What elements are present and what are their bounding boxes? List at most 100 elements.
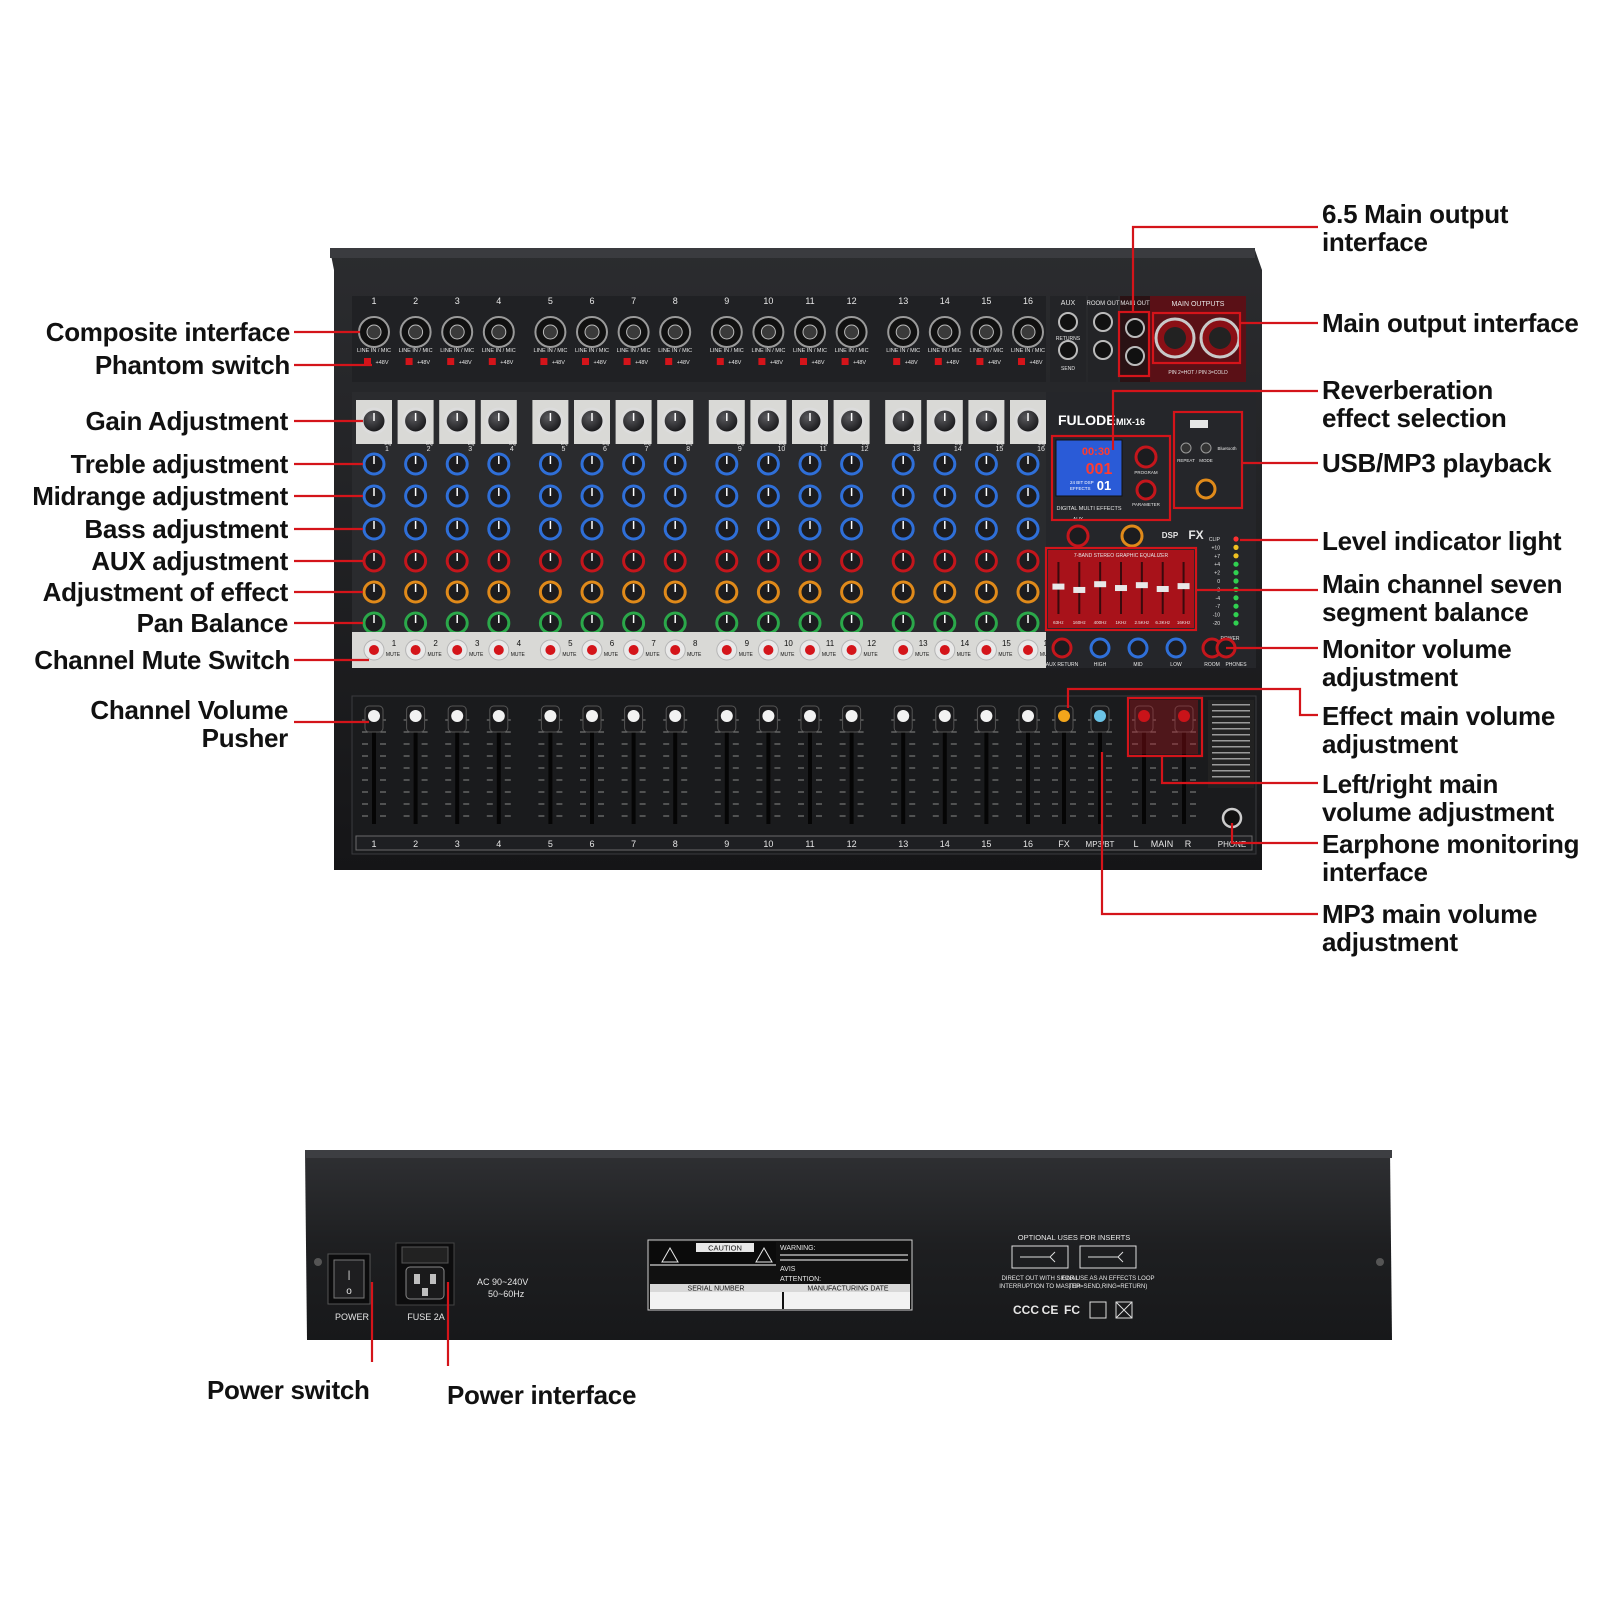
fader-track xyxy=(1026,712,1030,824)
phantom-button[interactable] xyxy=(841,358,849,365)
fader-cap xyxy=(409,710,422,722)
geq-band-label: 160Hz xyxy=(1073,620,1087,625)
mixer-rear-panel: | o POWER FUSE 2A AC 90~240V 50~60Hz CAU… xyxy=(305,1150,1392,1340)
aux-master-knob[interactable] xyxy=(1066,524,1090,548)
main-out-label: MAIN OUT xyxy=(1120,301,1150,307)
bluetooth-label: Bluetooth xyxy=(1217,446,1237,451)
mode-button[interactable] xyxy=(1200,442,1212,454)
phantom-button[interactable] xyxy=(665,358,673,365)
lcd-time: 00:30 xyxy=(1082,446,1110,458)
master-knob[interactable] xyxy=(1127,637,1149,659)
mute-led xyxy=(670,645,681,655)
phantom-button[interactable] xyxy=(934,358,942,365)
jack-label: LINE IN / MIC xyxy=(886,348,920,354)
leader-mp3-main xyxy=(1100,752,1318,916)
channel-number: 1 xyxy=(385,446,389,453)
phantom-button[interactable] xyxy=(405,358,413,365)
mute-label: MUTE xyxy=(469,652,484,658)
fader-number: 1 xyxy=(371,839,376,849)
power-switch[interactable] xyxy=(333,1259,365,1299)
level-led xyxy=(1233,578,1239,584)
screw xyxy=(1376,1258,1384,1266)
channel-number: 16 xyxy=(1023,296,1033,306)
geq-slider[interactable] xyxy=(1177,583,1190,590)
aux-jack[interactable] xyxy=(1058,340,1078,360)
phantom-button[interactable] xyxy=(716,358,724,365)
phantom-button[interactable] xyxy=(976,358,984,365)
fader-number: 2 xyxy=(413,839,418,849)
leader-earphone xyxy=(1230,823,1318,845)
phantom-voltage: +48V xyxy=(677,360,690,366)
eq-label: EQ xyxy=(997,441,1004,447)
geq-slider[interactable] xyxy=(1073,586,1086,593)
master-knob[interactable] xyxy=(1051,637,1073,659)
fader-track xyxy=(1142,712,1146,824)
manufacturing-date-text: MANUFACTURING DATE xyxy=(807,1286,888,1293)
geq-slider[interactable] xyxy=(1115,585,1127,592)
channel-number: 5 xyxy=(568,639,573,648)
geq-slider[interactable] xyxy=(1156,586,1169,592)
phantom-button[interactable] xyxy=(364,358,371,365)
room-out-jack[interactable] xyxy=(1093,312,1113,332)
aux-jack[interactable] xyxy=(1058,312,1078,332)
fader-track xyxy=(590,712,594,824)
geq-slider[interactable] xyxy=(1135,582,1148,589)
channel-number: 3 xyxy=(455,296,460,306)
jack-label: LINE IN / MIC xyxy=(710,348,744,354)
parameter-knob[interactable] xyxy=(1135,479,1157,501)
master-knob[interactable] xyxy=(1165,637,1187,659)
fader-track xyxy=(724,712,729,824)
phantom-button[interactable] xyxy=(582,358,589,365)
eq-label: EQ xyxy=(509,441,516,447)
phantom-voltage: +48V xyxy=(1030,360,1043,366)
main-out-jack[interactable] xyxy=(1125,346,1145,366)
master-knob[interactable] xyxy=(1089,637,1111,659)
program-knob[interactable] xyxy=(1134,445,1158,469)
serial-number-text: SERIAL NUMBER xyxy=(688,1286,745,1293)
phantom-button[interactable] xyxy=(447,358,455,365)
main-out-jack[interactable] xyxy=(1125,318,1145,338)
repeat-button[interactable] xyxy=(1180,442,1192,454)
combo-jack-center xyxy=(366,324,382,340)
mp3-knob[interactable] xyxy=(1195,478,1217,500)
effects-badge: EFFECTS xyxy=(1070,486,1091,491)
leader-lr-main xyxy=(1160,756,1318,785)
fader-track xyxy=(1098,712,1102,824)
room-out-label: ROOM OUT xyxy=(1087,301,1120,307)
screw xyxy=(314,1258,322,1266)
phantom-button[interactable] xyxy=(893,358,901,365)
phantom-button[interactable] xyxy=(488,358,496,365)
channel-knob-matrix: 1EQ2EQ3EQ4EQ5EQ6EQ7EQ8EQ9EQ10EQ11EQ12EQ1… xyxy=(356,400,1046,635)
master-knob-label: HIGH xyxy=(1094,662,1107,668)
channel-number: 12 xyxy=(847,296,857,306)
mute-label: MUTE xyxy=(915,652,930,658)
channel-number: 9 xyxy=(738,446,742,453)
phantom-button[interactable] xyxy=(540,358,548,365)
mute-label: MUTE xyxy=(687,652,702,658)
mute-label: MUTE xyxy=(646,652,661,658)
usb-port[interactable] xyxy=(1190,420,1208,428)
geq-slider[interactable] xyxy=(1052,583,1065,590)
fader-cap xyxy=(544,710,557,722)
fader-track xyxy=(766,712,771,824)
highlight-xlr-outputs xyxy=(1151,311,1242,365)
eq-label: EQ xyxy=(779,441,786,447)
geq-slider[interactable] xyxy=(1094,581,1107,588)
phantom-button[interactable] xyxy=(800,358,807,365)
caution-text: CAUTION xyxy=(708,1244,742,1253)
room-out-jack[interactable] xyxy=(1093,340,1113,360)
phantom-button[interactable] xyxy=(1018,358,1025,365)
effect-list-line xyxy=(1212,776,1250,778)
highlight-geq xyxy=(1044,546,1198,632)
cert-mark: CCC xyxy=(1013,1303,1039,1317)
phantom-button[interactable] xyxy=(623,358,631,365)
main-outputs-label: MAIN OUTPUTS xyxy=(1172,301,1225,308)
fader-number: 6 xyxy=(589,839,594,849)
phones-knob-label: PHONES xyxy=(1225,662,1247,668)
combo-jack-center xyxy=(937,324,953,340)
phantom-button[interactable] xyxy=(758,358,766,365)
combo-jack-center xyxy=(584,324,600,340)
fx-master-knob[interactable] xyxy=(1120,524,1144,548)
label-aux-adjustment: AUX adjustment xyxy=(91,546,288,576)
